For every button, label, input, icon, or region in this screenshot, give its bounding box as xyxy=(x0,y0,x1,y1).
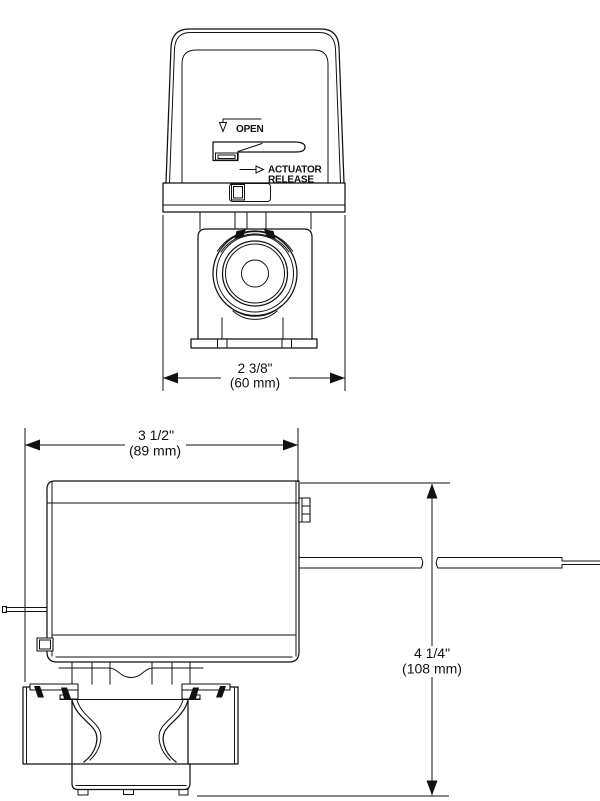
dim-arrow-down-icon xyxy=(426,780,438,796)
front-width-dimension: 2 3/8" (60 mm) xyxy=(162,215,346,391)
side-height-metric: (108 mm) xyxy=(402,661,462,677)
side-height-dimension: 4 1/4" (108 mm) xyxy=(197,482,462,797)
dim-arrow-right-icon xyxy=(330,372,345,384)
side-clip-tab xyxy=(36,637,54,652)
slider-switch xyxy=(229,183,271,202)
valve-body-side xyxy=(71,699,191,796)
release-label-1: ACTUATOR xyxy=(268,165,323,176)
arrow-right-icon xyxy=(255,165,265,174)
port-ring-outer xyxy=(212,230,298,317)
mounting-bracket-right xyxy=(181,683,231,700)
dim-arrow-left-icon xyxy=(163,372,178,384)
dim-arrow-right-icon xyxy=(283,439,298,451)
dim-arrow-left-icon xyxy=(25,439,40,451)
actuator-housing xyxy=(46,480,300,663)
side-width-metric: (89 mm) xyxy=(129,443,181,459)
stem-posts xyxy=(58,661,204,685)
side-width-dimension: 3 1/2" (89 mm) xyxy=(24,427,299,682)
side-view: 3 1/2" (89 mm) 4 1/4" (108 mm) xyxy=(2,427,600,797)
wire-right xyxy=(298,556,600,569)
side-height-inches: 4 1/4" xyxy=(414,645,450,661)
mounting-bracket-left xyxy=(29,683,201,700)
port-hole xyxy=(241,259,269,288)
arrow-down-icon xyxy=(218,122,228,133)
base-flange xyxy=(162,182,346,213)
valve-body-front xyxy=(190,228,318,349)
front-width-inches: 2 3/8" xyxy=(238,361,273,376)
side-width-inches: 3 1/2" xyxy=(138,427,174,443)
front-view: OPEN ACTUATOR RELEASE xyxy=(162,28,346,391)
actuator-release-annotation: ACTUATOR RELEASE xyxy=(239,165,323,186)
open-label: OPEN xyxy=(236,124,264,135)
bonnet-stems xyxy=(199,211,312,230)
release-label-2: RELEASE xyxy=(268,175,314,186)
terminal-block xyxy=(298,497,311,523)
bail-handle xyxy=(165,28,345,184)
slider-knob xyxy=(231,184,245,201)
release-lever xyxy=(212,141,306,162)
front-width-metric: (60 mm) xyxy=(230,376,280,391)
wire-left xyxy=(2,606,48,613)
dim-arrow-up-icon xyxy=(426,483,438,499)
open-indicator: OPEN xyxy=(218,118,264,135)
